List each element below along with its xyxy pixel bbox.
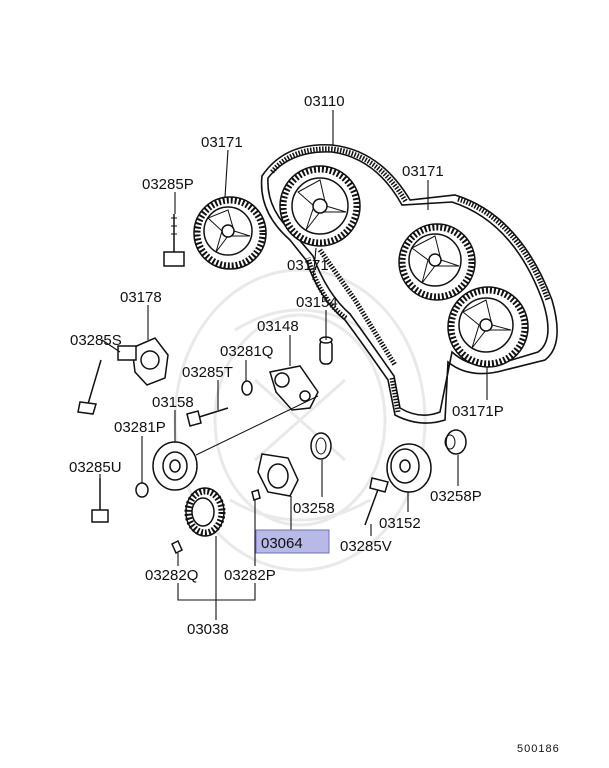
washer-03281q[interactable]: [241, 380, 253, 396]
label-03038[interactable]: 03038: [187, 621, 229, 638]
label-03171-right[interactable]: 03171: [402, 163, 444, 180]
leader-lines: [99, 110, 488, 620]
washer-03281p[interactable]: [135, 482, 149, 498]
label-03171-left[interactable]: 03171: [201, 134, 243, 151]
tensioner-arm-03148[interactable]: [269, 365, 319, 411]
label-03148[interactable]: 03148: [257, 318, 299, 335]
label-03064[interactable]: 03064: [261, 535, 303, 552]
label-03282p[interactable]: 03282P: [224, 567, 276, 584]
idler-pulley-03158[interactable]: [152, 441, 198, 491]
flange-03064[interactable]: [257, 453, 299, 497]
key-03282q[interactable]: [171, 539, 183, 555]
label-03285v[interactable]: 03285V: [340, 538, 392, 555]
part-highlight-03064: [255, 529, 330, 554]
cam-sprocket-right-lower[interactable]: [447, 286, 529, 368]
cam-sprocket-right[interactable]: [398, 223, 476, 301]
auto-tensioner-03178[interactable]: [117, 337, 169, 386]
label-03285u[interactable]: 03285U: [69, 459, 122, 476]
cam-sprocket-center[interactable]: [279, 165, 361, 247]
bolt-03285p[interactable]: [163, 214, 185, 267]
label-03282q[interactable]: 03282Q: [145, 567, 198, 584]
idler-pulley-03152[interactable]: [386, 443, 432, 493]
spacer-03258p[interactable]: [444, 429, 467, 455]
label-03258p[interactable]: 03258P: [430, 488, 482, 505]
cam-sprocket-left[interactable]: [193, 196, 267, 270]
label-03110[interactable]: 03110: [304, 93, 345, 110]
label-03178[interactable]: 03178: [120, 289, 162, 306]
bolt-03285v[interactable]: [364, 477, 389, 526]
label-03285p[interactable]: 03285P: [142, 176, 194, 193]
label-03158[interactable]: 03158: [152, 394, 194, 411]
bolt-03285u[interactable]: [91, 478, 109, 523]
key-03282p[interactable]: [251, 489, 261, 501]
label-03285t[interactable]: 03285T: [182, 364, 233, 381]
seal-ring-03258[interactable]: [310, 432, 332, 460]
part-labels: 03110 03171 03171 03285P 03171 03178 031…: [69, 93, 504, 638]
label-03285s[interactable]: 03285S: [70, 332, 122, 349]
label-03152[interactable]: 03152: [379, 515, 421, 532]
label-03154[interactable]: 03154: [296, 294, 338, 311]
label-03281q[interactable]: 03281Q: [220, 343, 273, 360]
label-03281p[interactable]: 03281P: [114, 419, 166, 436]
label-03171p[interactable]: 03171P: [452, 403, 504, 420]
label-03258[interactable]: 03258: [293, 500, 335, 517]
pin-03154[interactable]: [319, 336, 333, 365]
bolt-03285t[interactable]: [186, 407, 229, 427]
assembly-line-03158: [195, 395, 319, 456]
diagram-code: 500186: [517, 743, 560, 755]
bolt-03285s[interactable]: [77, 359, 102, 415]
label-03171-center[interactable]: 03171: [287, 257, 329, 274]
crankshaft-sprocket-03038[interactable]: [184, 487, 226, 537]
